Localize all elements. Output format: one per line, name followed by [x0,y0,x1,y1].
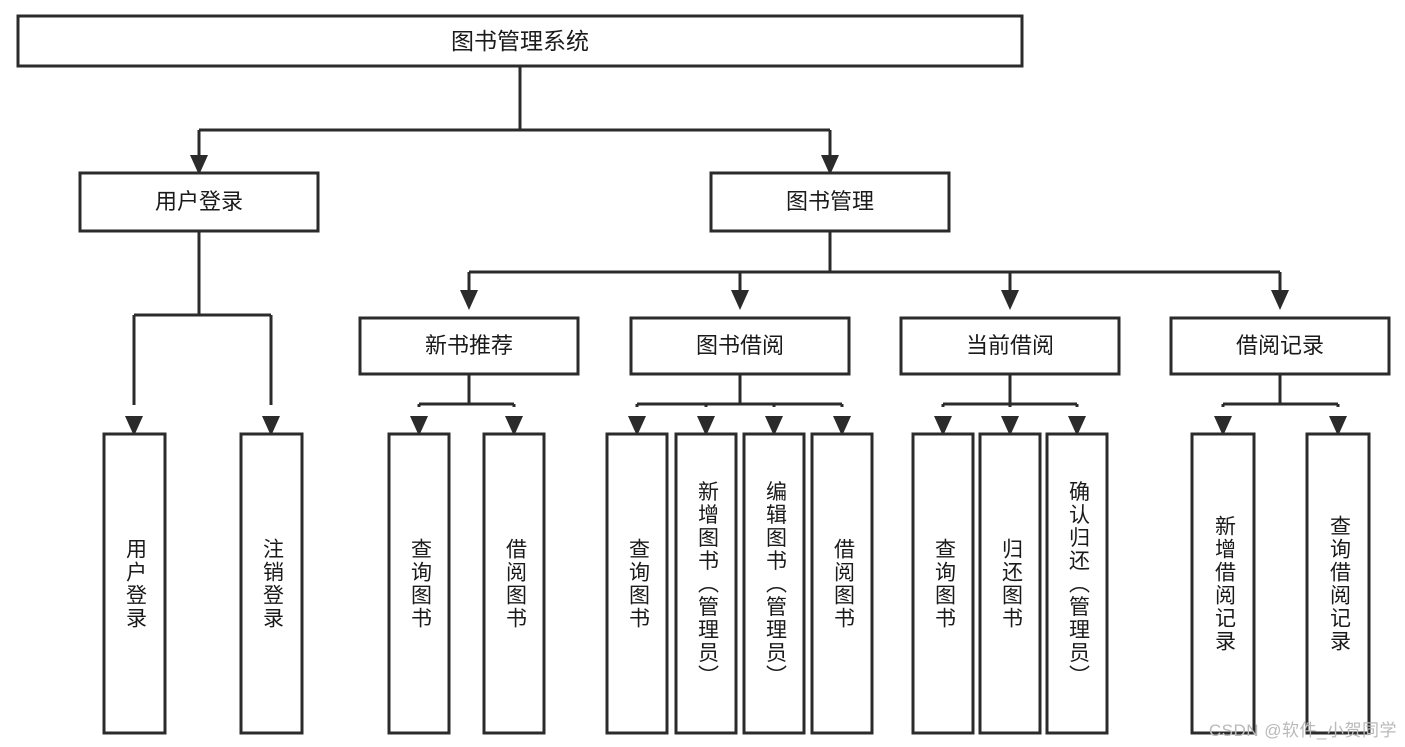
node-book-borrow-label: 图书借阅 [696,333,784,358]
leaf-borrow-query-book-box[interactable] [605,432,669,735]
leaf-edit-book-admin-box[interactable] [742,432,806,735]
leaf-confirm-return-admin[interactable]: 确认归还（管理员） [1045,432,1109,735]
leaf-return-book-label: 归还图书 [999,538,1023,630]
leaf-query-borrow-record[interactable]: 查询借阅记录 [1305,432,1371,735]
node-current-borrow-label: 当前借阅 [966,333,1054,358]
node-new-book-recommend[interactable]: 新书推荐 [358,316,580,376]
node-book-borrow-box[interactable] [629,316,851,376]
leaf-new-book-query-box[interactable] [387,432,451,735]
arrowhead-current-borrow [1001,290,1019,310]
leaf-logout-box[interactable] [239,432,304,735]
node-user-login-box[interactable] [78,171,320,233]
leaf-query-borrow-record-box[interactable] [1305,432,1371,735]
leaf-new-book-query[interactable]: 查询图书 [387,432,451,735]
node-new-book-recommend-box[interactable] [358,316,580,376]
leaf-edit-book-admin[interactable]: 编辑图书（管理员） [742,432,806,735]
leaf-current-query-book-label: 查询图书 [932,538,956,630]
leaf-return-book-box[interactable] [978,432,1042,735]
node-current-borrow[interactable]: 当前借阅 [899,316,1121,376]
leaf-logout[interactable]: 注销登录 [239,432,304,735]
leaf-logout-label: 注销登录 [260,538,284,630]
arrowhead-new-book-recommend [460,290,478,310]
leaf-query-borrow-record-label: 查询借阅记录 [1327,515,1351,653]
arrowhead-book-borrow [731,290,749,310]
leaf-current-query-book-box[interactable] [911,432,975,735]
leaf-return-book[interactable]: 归还图书 [978,432,1042,735]
edge-layer [125,66,1347,436]
leaf-edit-book-admin-label: 编辑图书（管理员） [763,481,787,688]
leaf-user-login[interactable]: 用户登录 [102,432,167,735]
csdn-watermark: CSDN @软件_小贺同学 [1208,721,1397,740]
node-user-login[interactable]: 用户登录 [78,171,320,233]
leaf-user-login-box[interactable] [102,432,167,735]
node-borrow-record-box[interactable] [1169,316,1391,376]
leaf-new-book-borrow-label: 借阅图书 [503,538,527,630]
leaf-confirm-return-admin-box[interactable] [1045,432,1109,735]
node-borrow-record[interactable]: 借阅记录 [1169,316,1391,376]
leaf-new-book-borrow[interactable]: 借阅图书 [482,432,546,735]
node-book-management[interactable]: 图书管理 [709,171,951,233]
leaf-new-book-query-label: 查询图书 [408,538,432,630]
node-root-label: 图书管理系统 [451,28,589,54]
node-root-book-management-system[interactable]: 图书管理系统 [16,14,1024,68]
arrowhead-borrow-record [1271,290,1289,310]
leaf-user-login-label: 用户登录 [123,538,147,630]
leaf-add-book-admin-box[interactable] [674,432,738,735]
leaf-confirm-return-admin-label: 确认归还（管理员） [1066,481,1090,688]
leaf-borrow-query-book[interactable]: 查询图书 [605,432,669,735]
node-book-borrow[interactable]: 图书借阅 [629,316,851,376]
node-book-management-label: 图书管理 [786,189,874,214]
leaf-borrow-book-label: 借阅图书 [831,538,855,630]
node-book-management-box[interactable] [709,171,951,233]
leaf-add-book-admin[interactable]: 新增图书（管理员） [674,432,738,735]
leaf-add-book-admin-label: 新增图书（管理员） [695,481,719,688]
node-user-login-label: 用户登录 [155,189,243,214]
leaf-borrow-book[interactable]: 借阅图书 [810,432,874,735]
node-current-borrow-box[interactable] [899,316,1121,376]
leaf-add-borrow-record-label: 新增借阅记录 [1212,515,1236,653]
leaf-new-book-borrow-box[interactable] [482,432,546,735]
node-new-book-recommend-label: 新书推荐 [425,333,513,358]
node-borrow-record-label: 借阅记录 [1236,333,1324,358]
leaf-borrow-book-box[interactable] [810,432,874,735]
leaf-add-borrow-record-box[interactable] [1190,432,1256,735]
node-root-box[interactable] [16,14,1024,68]
leaf-add-borrow-record[interactable]: 新增借阅记录 [1190,432,1256,735]
leaf-current-query-book[interactable]: 查询图书 [911,432,975,735]
leaf-borrow-query-book-label: 查询图书 [626,538,650,630]
